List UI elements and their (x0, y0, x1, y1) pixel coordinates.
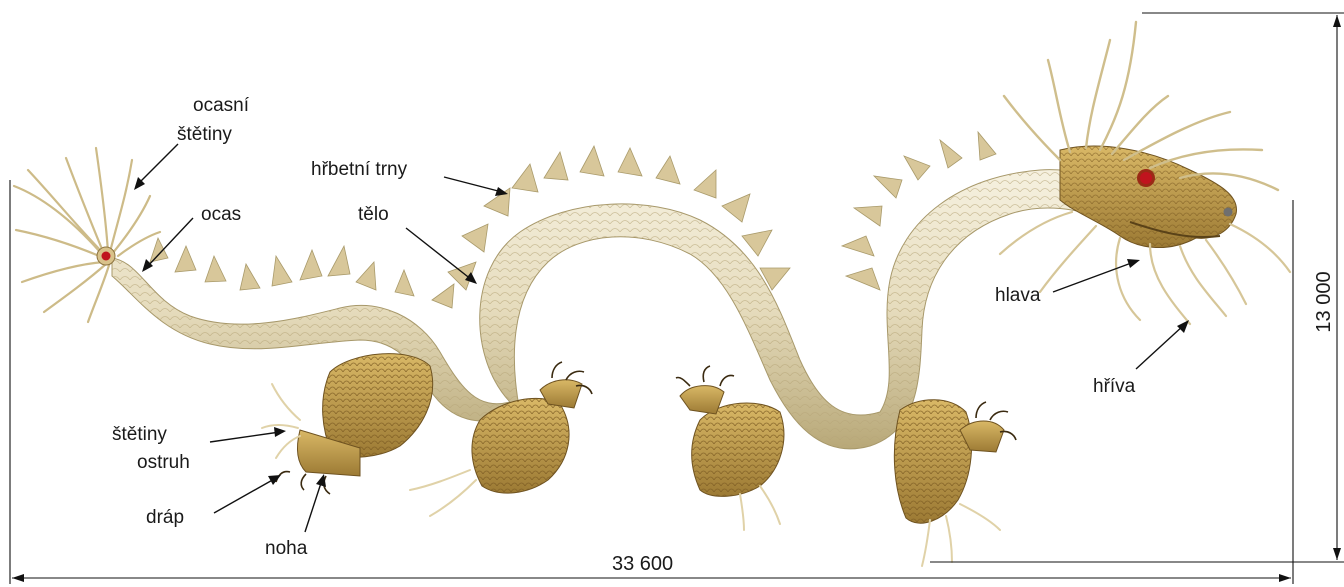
callout-spur-bristles: štětiny ostruh (112, 424, 286, 473)
label-spur-bristles-1: štětiny (112, 424, 167, 445)
dimension-length-value: 33 600 (612, 553, 673, 575)
label-tail-bristles-1: ocasní (193, 95, 250, 116)
rear-left-leg (676, 366, 784, 530)
callout-mane: hříva (1093, 320, 1189, 397)
label-body: tělo (358, 204, 389, 225)
callout-tail-bristles: ocasní štětiny (134, 95, 250, 190)
label-tail-bristles-2: štětiny (177, 124, 232, 145)
callout-dorsal-spines: hřbetní trny (311, 159, 508, 196)
label-mane: hříva (1093, 376, 1136, 397)
label-claw: dráp (146, 507, 184, 528)
label-spur-bristles-2: ostruh (137, 452, 190, 473)
label-head: hlava (995, 285, 1041, 306)
front-left-leg (262, 354, 433, 494)
callout-claw: dráp (146, 475, 281, 528)
head-eye-icon (1140, 172, 1152, 184)
dimension-height-value: 13 000 (1313, 271, 1335, 332)
rear-right-leg (894, 400, 1016, 566)
dimension-height: 13 000 (930, 13, 1344, 562)
label-dorsal-spines: hřbetní trny (311, 159, 408, 180)
label-tail: ocas (201, 204, 241, 225)
callout-leg: noha (265, 474, 326, 559)
tail-eye-icon (102, 252, 111, 261)
label-leg: noha (265, 538, 308, 559)
